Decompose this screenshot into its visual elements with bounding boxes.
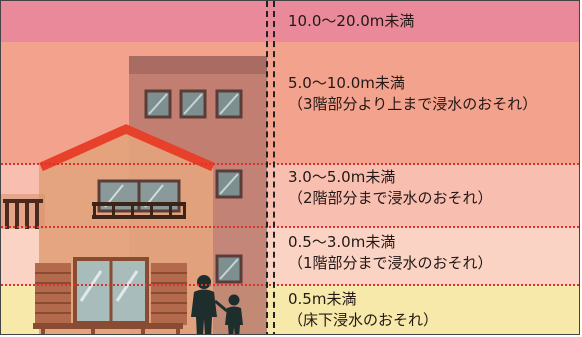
zone-label-05-3m: 0.5～3.0m未満 （1階部分まで浸水のおそれ）: [288, 232, 493, 274]
zone-label-3-5m: 3.0～5.0m未満 （2階部分まで浸水のおそれ）: [288, 167, 493, 209]
zone-label-10-20m: 10.0～20.0m未満: [288, 11, 414, 32]
zone-label-line: 0.5m未満: [288, 290, 357, 308]
axis-line-left: [266, 1, 268, 334]
zone-label-line: 10.0～20.0m未満: [288, 12, 415, 30]
zone-label-5-10m: 5.0～10.0m未満 （3階部分より上まで浸水のおそれ）: [288, 73, 537, 115]
zone-label-note: （床下浸水のおそれ）: [288, 311, 439, 329]
zone-label-line: 5.0～10.0m未満: [288, 74, 405, 92]
divider-5m: [1, 163, 579, 165]
adult-and-child-icon: [191, 275, 243, 334]
zone-label-note: （3階部分より上まで浸水のおそれ）: [288, 95, 538, 113]
zone-label-note: （1階部分まで浸水のおそれ）: [288, 254, 493, 272]
house-icon: [1, 124, 215, 334]
zone-band-10-20m: [1, 1, 579, 42]
zone-label-under-05m: 0.5m未満 （床下浸水のおそれ）: [288, 289, 438, 331]
zone-label-line: 0.5～3.0m未満: [288, 233, 396, 251]
divider-3m: [1, 226, 579, 228]
zone-label-line: 3.0～5.0m未満: [288, 168, 396, 186]
axis-line-right: [273, 1, 275, 334]
zone-label-note: （2階部分まで浸水のおそれ）: [288, 189, 493, 207]
divider-05m: [1, 284, 579, 286]
